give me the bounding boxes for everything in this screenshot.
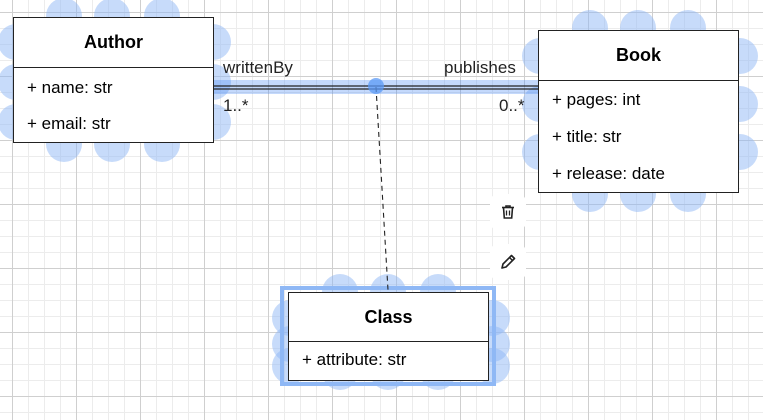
class-attribute: + pages: int	[552, 90, 641, 109]
right-multiplicity-label: 0..*	[499, 96, 525, 115]
left-multiplicity-label: 1..*	[223, 96, 249, 115]
class-author[interactable]: Author + name: str + email: str	[13, 17, 214, 143]
class-name: Class	[289, 293, 488, 342]
left-role-label: writtenBy	[223, 58, 293, 77]
right-role-label: publishes	[444, 58, 516, 77]
association-midpoint-handle[interactable]	[368, 78, 384, 94]
class-attribute: + name: str	[27, 78, 113, 97]
class-book[interactable]: Book + pages: int + title: str + release…	[538, 30, 739, 193]
class-attribute: + email: str	[27, 114, 111, 133]
pencil-icon	[501, 254, 516, 269]
class-attribute: + title: str	[552, 127, 622, 146]
delete-button[interactable]	[490, 194, 526, 230]
class-attribute: + release: date	[552, 164, 665, 183]
class-name: Author	[14, 18, 213, 68]
class-name: Book	[539, 31, 738, 81]
edit-button[interactable]	[490, 244, 526, 280]
trash-icon	[502, 205, 514, 219]
class-attribute: + attribute: str	[302, 350, 407, 369]
association-class-connector[interactable]	[375, 86, 389, 291]
class-association-class[interactable]: Class + attribute: str	[288, 292, 489, 381]
